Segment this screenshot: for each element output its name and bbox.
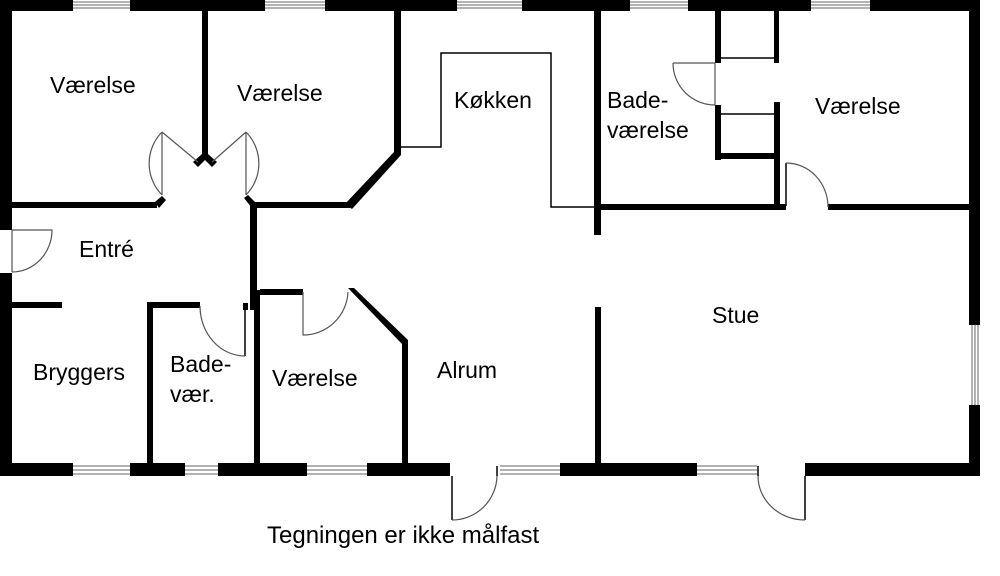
room-label-badevaerelse-line1: Bade-: [607, 87, 668, 113]
room-label-badevaer-line1: Bade-: [170, 351, 231, 377]
kitchen-counter: [244, 52, 806, 520]
door-swings: [11, 62, 829, 521]
room-label-badevaerelse-line2: værelse: [607, 117, 689, 143]
walls: [0, 0, 980, 476]
room-labels: Værelse Værelse Køkken Bade- værelse Vær…: [33, 72, 901, 407]
room-label-vaerelse-1: Værelse: [50, 72, 136, 98]
caption: Tegningen er ikke målfast: [267, 522, 539, 549]
room-label-entre: Entré: [79, 236, 134, 262]
windows: [73, 1, 979, 475]
room-label-vaerelse-4: Værelse: [272, 365, 358, 391]
room-label-vaerelse-3: Værelse: [815, 93, 901, 119]
room-label-koekken: Køkken: [454, 87, 532, 113]
room-label-bryggers: Bryggers: [33, 359, 125, 385]
room-label-stue: Stue: [712, 302, 759, 328]
room-label-badevaer-line2: vær.: [170, 381, 215, 407]
room-label-vaerelse-2: Værelse: [237, 80, 323, 106]
room-label-alrum: Alrum: [437, 357, 497, 383]
